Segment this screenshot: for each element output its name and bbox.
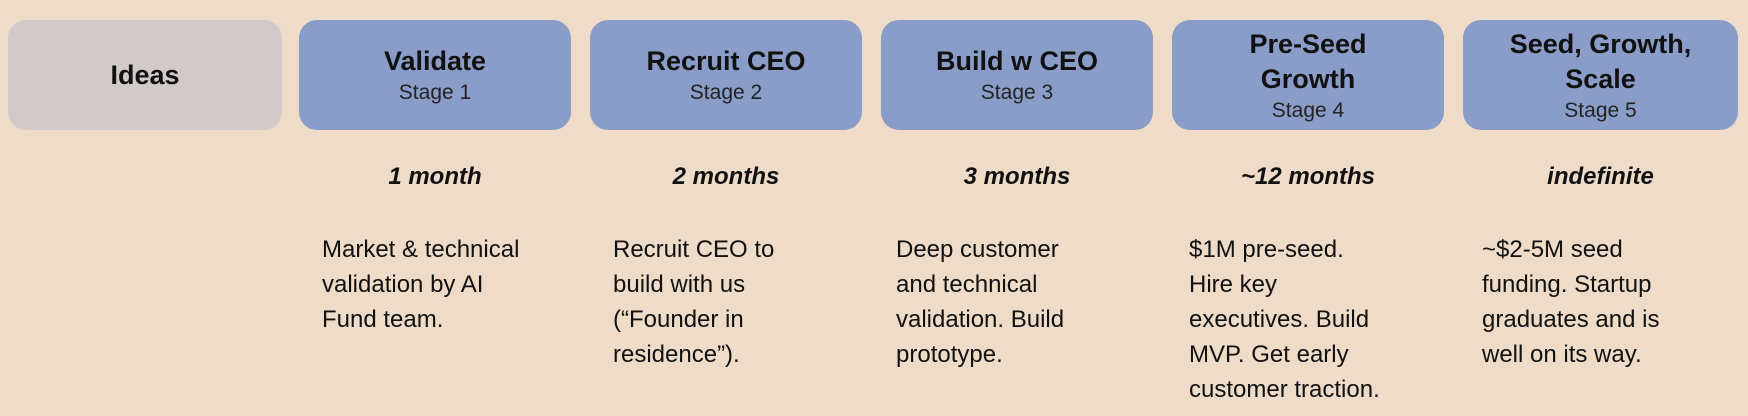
stage-description: $1M pre-seed. Hire key executives. Build… (1189, 232, 1439, 407)
description-line: executives. Build (1189, 306, 1370, 333)
stage-number: Stage 3 (980, 81, 1054, 104)
stage-description: ~$2-5M seed funding. Startup graduates a… (1482, 232, 1732, 372)
description-line: ~$2-5M seed (1482, 236, 1623, 263)
stage-duration: 1 month (388, 163, 482, 190)
stage-description: Market & technical validation by AI Fund… (322, 232, 572, 337)
stage-box-validate: Validate Stage 1 (299, 20, 571, 130)
description-line: Market & technical (322, 236, 520, 263)
description-line: validation. Build (896, 306, 1065, 333)
stage-title: Ideas (110, 59, 180, 90)
description-line: residence”). (613, 341, 740, 368)
stage-title: Validate (383, 46, 487, 76)
stage-title-line: Pre-Seed (1249, 28, 1367, 59)
stage-duration: 3 months (963, 163, 1071, 190)
stage-duration: indefinite (1547, 163, 1654, 190)
stage-number: Stage 5 (1564, 98, 1637, 122)
stage-duration: ~12 months (1240, 163, 1376, 190)
stage-box-build-w-ceo: Build w CEO Stage 3 (881, 20, 1153, 130)
stage-box-ideas: Ideas (8, 20, 282, 130)
description-line: well on its way. (1482, 341, 1642, 368)
description-line: Deep customer (896, 236, 1059, 263)
stage-title-line: Growth (1260, 63, 1356, 94)
description-line: prototype. (896, 341, 1003, 368)
stage-number: Stage 2 (689, 81, 763, 104)
description-line: Fund team. (322, 306, 444, 333)
stage-title: Build w CEO (936, 46, 1098, 76)
stage-title: Recruit CEO (646, 46, 806, 76)
description-line: graduates and is (1482, 306, 1660, 333)
stage-title-line: Scale (1565, 63, 1636, 94)
stage-box-seed-growth-scale: Seed, Growth, Scale Stage 5 (1463, 20, 1738, 130)
stage-box-pre-seed-growth: Pre-Seed Growth Stage 4 (1172, 20, 1444, 130)
stage-box-recruit-ceo: Recruit CEO Stage 2 (590, 20, 862, 130)
description-line: build with us (613, 271, 746, 298)
description-line: and technical (896, 271, 1038, 298)
stage-description: Recruit CEO to build with us (“Founder i… (613, 232, 863, 372)
stage-number: Stage 1 (398, 81, 472, 104)
description-line: MVP. Get early (1189, 341, 1349, 368)
stage-duration: 2 months (672, 163, 780, 190)
stage-number: Stage 4 (1271, 98, 1345, 122)
description-line: Hire key (1189, 271, 1278, 298)
description-line: funding. Startup (1482, 271, 1652, 298)
description-line: (“Founder in (613, 306, 744, 333)
description-line: $1M pre-seed. (1189, 236, 1344, 263)
description-line: validation by AI (322, 271, 484, 298)
stage-title-line: Seed, Growth, (1509, 28, 1692, 59)
description-line: customer traction. (1189, 376, 1380, 403)
stage-description: Deep customer and technical validation. … (896, 232, 1146, 372)
description-line: Recruit CEO to (613, 236, 775, 263)
